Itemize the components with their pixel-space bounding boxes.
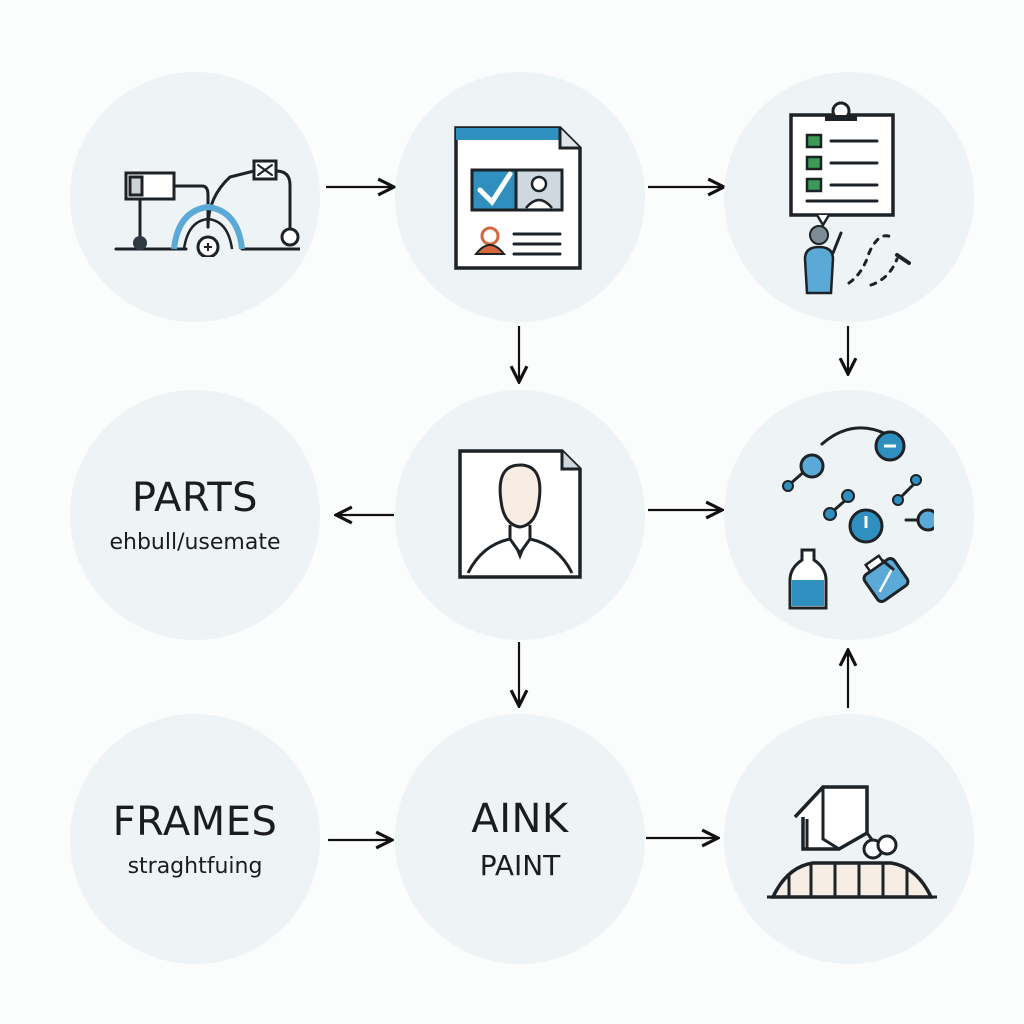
parts-title: PARTS: [131, 474, 259, 521]
checklist-clipboard-worker-icon: [789, 101, 911, 295]
node-frames: FRAMES straghtfuing: [70, 714, 320, 964]
node-profile: [395, 390, 645, 640]
node-pipeline: [70, 72, 320, 322]
pipeline-sensor-icon: [114, 159, 300, 257]
node-aink: AINK PAINT: [395, 714, 645, 964]
node-checklist: [724, 72, 974, 322]
node-tools: [724, 390, 974, 640]
parts-subtitle: ehbull/usemate: [109, 529, 281, 555]
paint-tools-icon: [782, 426, 934, 610]
canopy-frame-icon: [767, 785, 937, 899]
aink-title: AINK: [471, 795, 569, 842]
profile-document-icon: [458, 449, 582, 579]
frames-title: FRAMES: [112, 798, 278, 845]
aink-subtitle: PAINT: [479, 848, 561, 882]
id-document-check-icon: [454, 126, 582, 270]
node-parts: PARTS ehbull/usemate: [70, 390, 320, 640]
node-id-document: [395, 72, 645, 322]
frames-subtitle: straghtfuing: [127, 853, 263, 879]
node-canopy: [724, 714, 974, 964]
